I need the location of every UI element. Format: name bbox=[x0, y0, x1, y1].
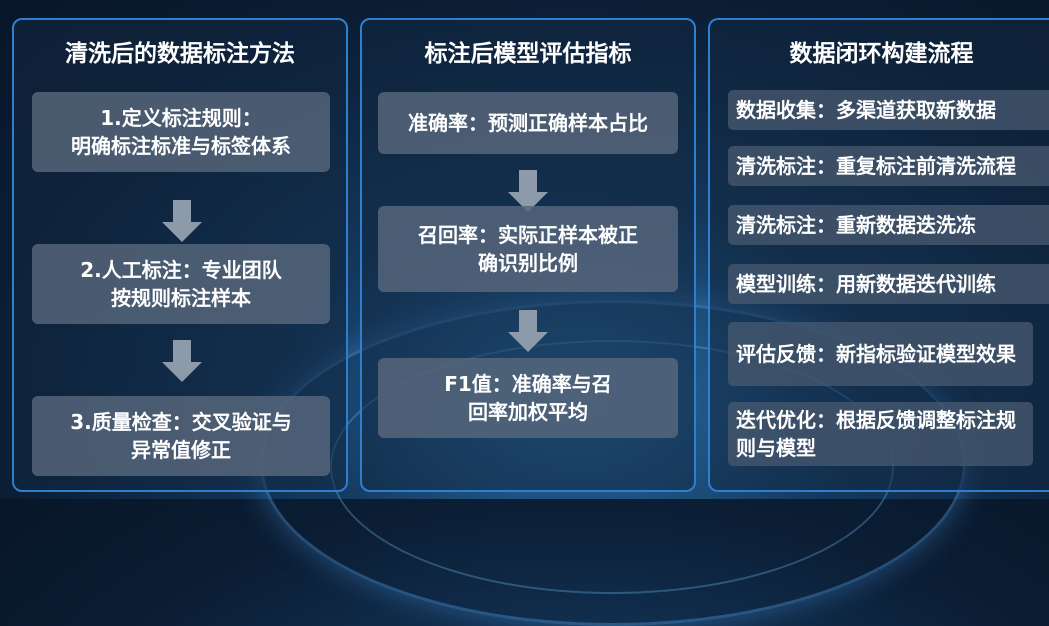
down-arrow-icon bbox=[508, 310, 548, 352]
metric-accuracy: 准确率：预测正确样本占比 bbox=[378, 92, 678, 154]
loop-item: 清洗标注：重复标注前清洗流程 bbox=[728, 146, 1049, 186]
loop-item: 清洗标注：重新数据迭洗冻 bbox=[728, 205, 1049, 245]
step-line: 明确标注标准与标签体系 bbox=[71, 134, 291, 158]
cleaning-panel: 清洗后的数据标注方法 1.定义标注规则： 明确标注标准与标签体系 2.人工标注：… bbox=[12, 18, 348, 492]
step-quality-check: 3.质量检查：交叉验证与 异常值修正 bbox=[32, 396, 330, 476]
loop-item: 数据收集：多渠道获取新数据 bbox=[728, 90, 1049, 130]
metric-line: 召回率：实际正样本被正 bbox=[418, 223, 638, 247]
panel-title: 清洗后的数据标注方法 bbox=[65, 41, 295, 67]
loop-item: 迭代优化：根据反馈调整标注规则与模型 bbox=[728, 402, 1033, 466]
panel-title: 数据闭环构建流程 bbox=[789, 41, 974, 67]
metric-line: F1值：准确率与召 bbox=[444, 372, 612, 396]
loop-item: 模型训练：用新数据迭代训练 bbox=[728, 264, 1049, 304]
step-define-rules: 1.定义标注规则： 明确标注标准与标签体系 bbox=[32, 92, 330, 172]
metric-line: 准确率：预测正确样本占比 bbox=[408, 111, 648, 135]
step-line: 1.定义标注规则： bbox=[100, 106, 262, 130]
metrics-panel: 标注后模型评估指标 准确率：预测正确样本占比 召回率：实际正样本被正 确识别比例… bbox=[360, 18, 696, 492]
step-line: 3.质量检查：交叉验证与 bbox=[70, 410, 292, 434]
loop-panel: 数据闭环构建流程 数据收集：多渠道获取新数据 清洗标注：重复标注前清洗流程 清洗… bbox=[708, 18, 1049, 492]
down-arrow-icon bbox=[162, 200, 202, 242]
metric-f1: F1值：准确率与召 回率加权平均 bbox=[378, 358, 678, 438]
metric-recall: 召回率：实际正样本被正 确识别比例 bbox=[378, 206, 678, 292]
panel-title: 标注后模型评估指标 bbox=[424, 41, 632, 67]
loop-item: 评估反馈：新指标验证模型效果 bbox=[728, 322, 1033, 386]
step-line: 异常值修正 bbox=[130, 438, 231, 462]
step-manual-label: 2.人工标注：专业团队 按规则标注样本 bbox=[32, 244, 330, 324]
metric-line: 确识别比例 bbox=[478, 251, 578, 275]
down-arrow-icon bbox=[162, 340, 202, 382]
step-line: 2.人工标注：专业团队 bbox=[80, 258, 282, 282]
metric-line: 回率加权平均 bbox=[467, 400, 588, 424]
step-line: 按规则标注样本 bbox=[110, 286, 251, 310]
